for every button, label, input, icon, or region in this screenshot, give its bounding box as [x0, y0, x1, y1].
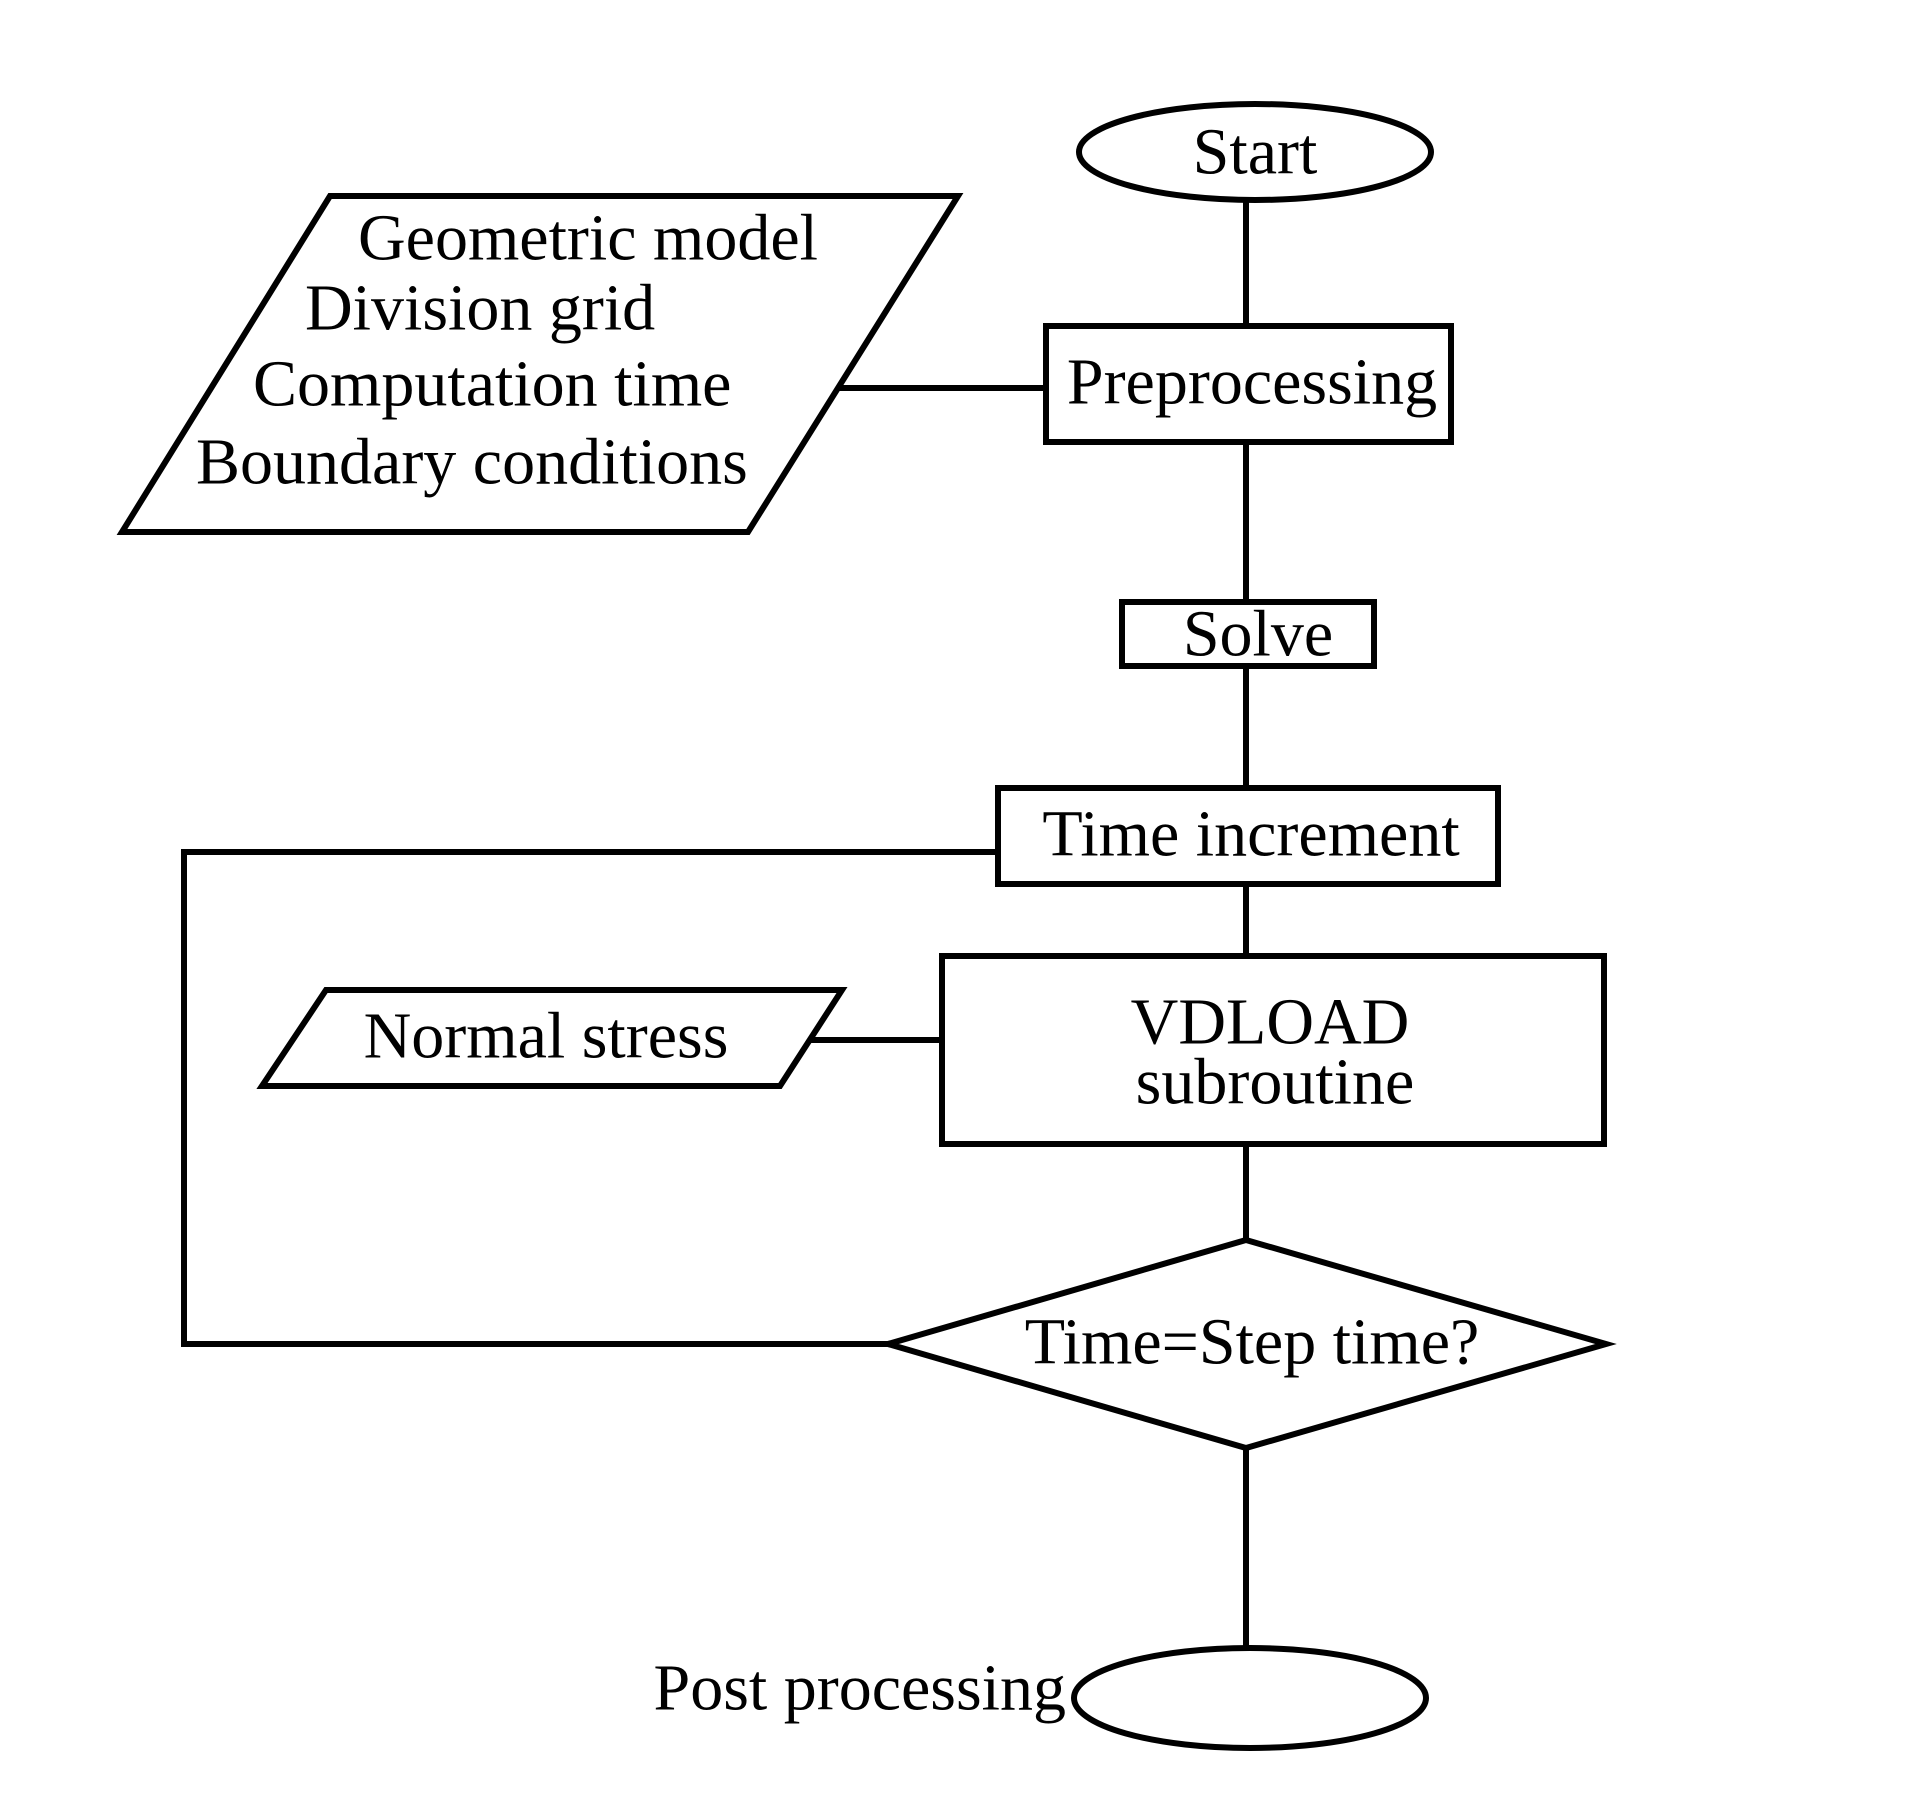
start-terminal: [1076, 101, 1434, 203]
vdload-label: VDLOAD: [1131, 986, 1410, 1059]
input-parameter-boundary-conditions: Boundary conditions: [196, 426, 748, 499]
time-step-decision-diamond: [877, 1236, 1617, 1452]
time-increment-box: [995, 785, 1501, 887]
input-parameter-computation-time: Computation time: [253, 348, 731, 421]
post-processing-label: Post processing: [654, 1652, 1067, 1725]
input-parameters-parallelogram: [116, 193, 964, 535]
vdload-subroutine-box: [939, 953, 1607, 1147]
solve-label: Solve: [1183, 598, 1333, 671]
input-parameter-geometric-model: Geometric model: [358, 202, 818, 275]
decision-label: Time=Step time?: [1025, 1306, 1480, 1379]
connectors: [181, 197, 1249, 1653]
post-processing-terminal: [1071, 1645, 1429, 1751]
normal-stress-parallelogram: [256, 987, 848, 1089]
subroutine-label: subroutine: [1136, 1046, 1415, 1119]
preprocessing-box: [1043, 323, 1454, 445]
preprocessing-label: Preprocessing: [1067, 346, 1437, 419]
normal-stress-label: Normal stress: [364, 1000, 729, 1073]
input-parameter-division-grid: Division grid: [305, 272, 655, 345]
time-increment-label: Time increment: [1042, 798, 1459, 871]
solve-box: [1119, 599, 1377, 669]
start-label: Start: [1193, 116, 1318, 189]
loop-back-connector: [181, 849, 1001, 1347]
